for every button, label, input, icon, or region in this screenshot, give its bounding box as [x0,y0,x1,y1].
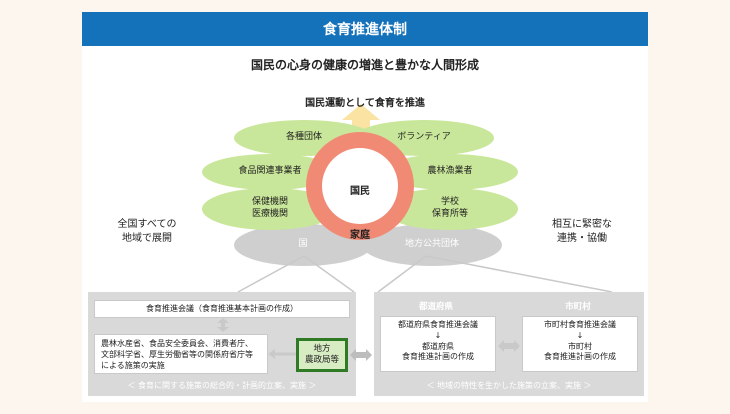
people-ring [306,132,414,240]
right-note-line: 連携・協働 [557,233,607,244]
left-note-line: 地域で展開 [122,233,172,244]
petal-label: 保健機関 医療機関 [251,197,288,219]
prefecture-box: 都道府県食育推進会議 ↓ 都道府県 食育推進計画の作成 [380,316,496,372]
petal-label: 食品関連事業者 [238,166,302,177]
prefecture-header: 都道府県 [418,302,454,312]
ring-family-label: 家庭 [350,230,370,241]
base-national-label: 国 [298,239,308,250]
base-local-label: 地方公共団体 [404,239,459,250]
regional-office-box: 地方 農政局等 [296,338,348,372]
panel-link-arrow-icon [350,349,372,361]
national-footer: ＜ 食育に関する施策の総合的・計画的立案、実施 ＞ [127,381,317,390]
title-bar: 食育推進体制 [82,12,648,46]
diagram-card: 食育推進体制 国民の心身の健康の増進と豊かな人間形成 国民運動として食育を推進 … [82,12,648,402]
national-council-text: 食育推進会議（食育推進基本計画の作成） [146,304,298,313]
up-arrow-icon [342,104,380,138]
petal-label: 各種団体 [285,132,322,143]
movement-text: 国民運動として食育を推進 [305,98,425,109]
municipality-header: 市町村 [565,302,591,312]
local-footer: ＜ 地域の特性を生かした施策の立案、実施 ＞ [426,381,592,390]
ring-center [322,148,398,224]
ministries-box: 農林水産省、食品安全委員会、消費者庁、 文部科学省、厚生労働省等の関係府省庁等 … [94,334,268,374]
municipality-box: 市町村食育推進会議 ↓ 市町村 食育推進計画の作成 [522,316,638,372]
page-title: 食育推進体制 [323,22,407,38]
right-note-line: 相互に緊密な [552,219,612,230]
goal-text: 国民の心身の健康の増進と豊かな人間形成 [250,58,480,72]
up-down-arrow-icon [217,318,229,332]
left-note: 全国すべての 地域で展開 [118,218,177,246]
connector-lines [237,255,613,293]
petal-label: ボランティア [397,132,451,143]
petal-label: 農林漁業者 [427,166,473,177]
petal-label: 学校 保育所等 [431,197,468,219]
national-council-box: 食育推進会議（食育推進基本計画の作成） [94,300,350,318]
prefecture-municipality-arrow-icon [498,340,520,352]
ring-inner-label: 国民 [350,186,370,197]
regional-office-text: 地方 農政局等 [304,343,339,365]
right-note: 相互に緊密な 連携・協働 [552,218,612,246]
left-note-line: 全国すべての [117,219,177,230]
